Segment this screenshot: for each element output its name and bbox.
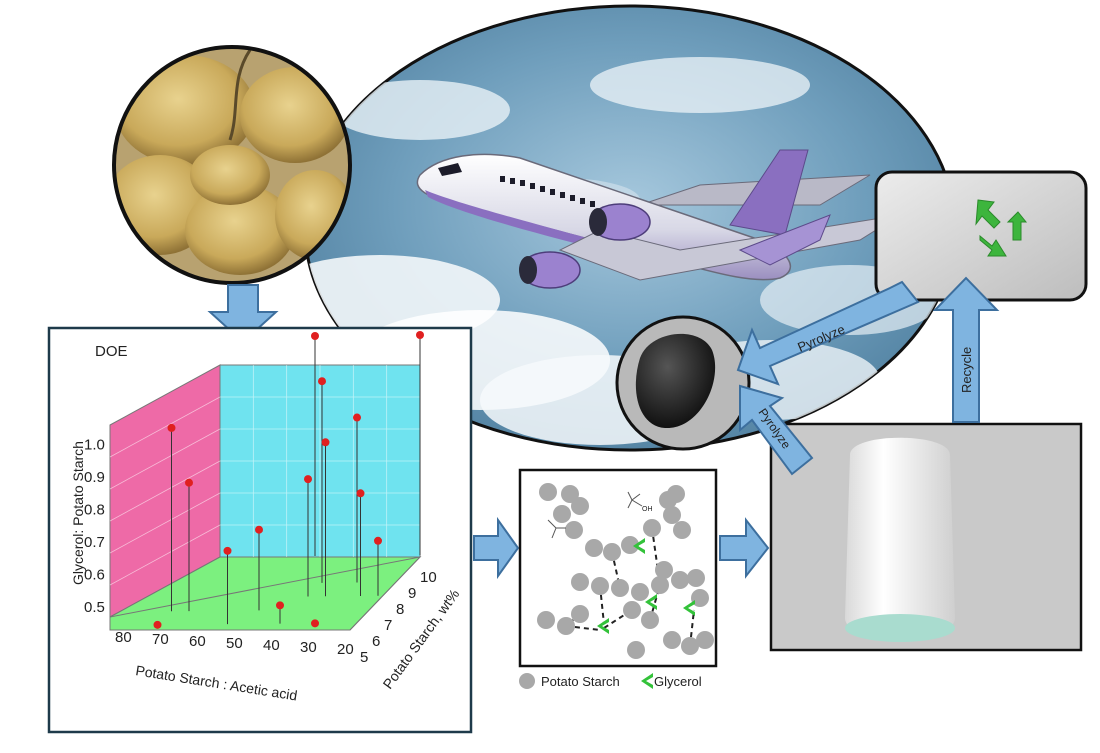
starch-unit <box>571 573 589 591</box>
y-tick-label: 9 <box>408 585 416 602</box>
starch-unit <box>611 579 629 597</box>
glycerol-unit <box>645 594 657 610</box>
starch-unit <box>561 485 579 503</box>
starch-unit <box>591 577 609 595</box>
legend-glycerol-marker <box>641 673 653 689</box>
y-tick-label: 5 <box>360 649 368 666</box>
x-tick-label: 20 <box>337 641 354 658</box>
legend: Potato Starch Glycerol <box>519 673 702 689</box>
z-tick-label: 0.5 <box>84 599 105 616</box>
starch-unit <box>603 543 621 561</box>
starch-unit <box>571 605 589 623</box>
y-tick-label: 7 <box>384 617 392 634</box>
starch-unit <box>553 505 571 523</box>
starch-unit <box>627 641 645 659</box>
recycle-icon <box>975 199 1028 257</box>
data-point <box>416 331 424 339</box>
data-point <box>276 601 284 610</box>
glycerol-unit <box>683 600 695 616</box>
starch-unit <box>655 561 673 579</box>
x-tick-label: 70 <box>152 631 169 648</box>
x-tick-label: 30 <box>300 639 317 656</box>
starch-unit <box>539 483 557 501</box>
doe-title: DOE <box>95 343 128 360</box>
hydrogen-bond <box>599 585 605 625</box>
starch-unit <box>663 506 681 524</box>
starch-unit <box>659 491 677 509</box>
starch-unit <box>673 521 691 539</box>
x-tick-label: 60 <box>189 633 206 650</box>
x-tick-label: 50 <box>226 635 243 652</box>
starch-unit <box>641 611 659 629</box>
starch-unit <box>557 617 575 635</box>
z-axis-label: Glycerol: Potato Starch <box>70 441 86 585</box>
data-point <box>223 546 232 555</box>
starch-unit <box>621 536 639 554</box>
data-point <box>153 620 162 629</box>
molecule-diagram: OH <box>518 468 718 668</box>
starch-unit <box>623 601 641 619</box>
acetic-acid-sketch <box>627 491 643 509</box>
glycerol-unit <box>633 538 645 554</box>
oh-label: OH <box>642 506 653 513</box>
starch-unit <box>571 497 589 515</box>
data-point <box>311 332 319 340</box>
doe-chart: DOE 0.5 0.6 0.7 0.8 0.9 1.0 80 70 60 50 40 30 20 56… <box>47 326 473 734</box>
data-point <box>255 525 263 534</box>
arrow-right-1 <box>473 516 520 580</box>
z-tick-label: 0.7 <box>84 534 105 551</box>
starch-unit <box>696 631 714 649</box>
starch-unit <box>585 539 603 557</box>
data-point <box>167 423 176 432</box>
legend-glycerol-label: Glycerol <box>654 674 702 689</box>
legend-starch-marker <box>519 673 535 689</box>
starch-unit <box>651 576 669 594</box>
z-tick-label: 1.0 <box>84 437 105 454</box>
data-point <box>374 536 382 545</box>
legend-starch-label: Potato Starch <box>541 674 620 689</box>
potato-photo <box>112 45 352 285</box>
data-point <box>356 489 365 498</box>
starch-unit <box>663 631 681 649</box>
starch-unit <box>671 571 689 589</box>
arrow-recycle: Recycle <box>932 276 1000 423</box>
hydrogen-bond <box>689 609 695 647</box>
hydrogen-bond <box>565 625 601 631</box>
foam-photo <box>769 422 1083 652</box>
starch-unit <box>565 521 583 539</box>
x-tick-label: 80 <box>115 629 132 646</box>
arrow-right-2 <box>719 517 770 579</box>
y-tick-label: 6 <box>372 633 380 650</box>
z-tick-label: 0.9 <box>84 469 105 486</box>
acetic-acid-sketch-2 <box>547 519 566 539</box>
data-point <box>311 619 319 628</box>
data-point <box>353 413 361 422</box>
y-tick-label: 8 <box>396 601 404 618</box>
starch-unit <box>687 569 705 587</box>
z-tick-label: 0.6 <box>84 567 105 584</box>
data-point <box>318 377 326 386</box>
airplane-icon <box>416 149 901 289</box>
data-point <box>321 438 330 447</box>
starch-unit <box>681 637 699 655</box>
z-tick-label: 0.8 <box>84 502 105 519</box>
starch-unit <box>691 589 709 607</box>
char-pellet-photo <box>615 315 751 451</box>
y-tick-label: 10 <box>420 569 437 586</box>
data-point <box>185 478 193 487</box>
recycled-block-photo <box>874 170 1088 302</box>
x-tick-label: 40 <box>263 637 280 654</box>
starch-unit <box>643 519 661 537</box>
data-point <box>304 475 312 484</box>
starch-unit <box>537 611 555 629</box>
recycle-label: Recycle <box>959 347 974 393</box>
starch-unit <box>631 583 649 601</box>
glycerol-unit <box>597 618 609 634</box>
